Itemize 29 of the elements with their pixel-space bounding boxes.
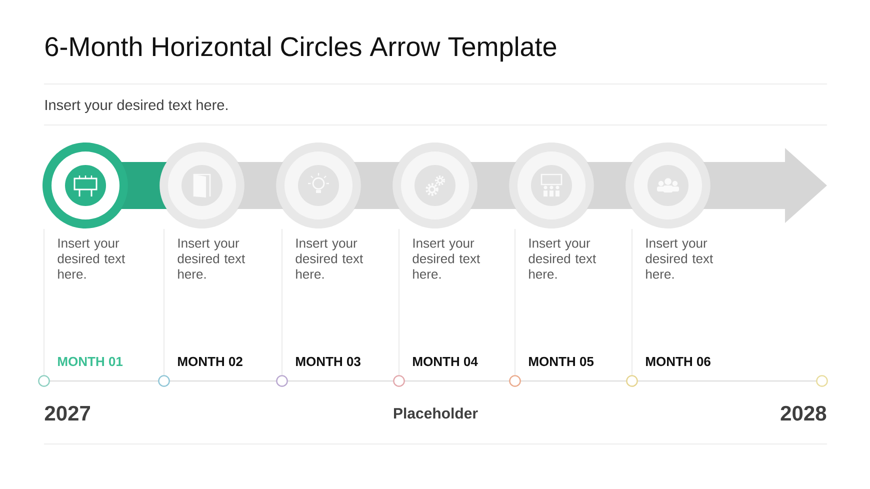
connector-band [470,162,516,209]
connector-band [237,162,284,209]
month-label: MONTH 03 [296,356,360,366]
month-label: MONTH 02 [178,356,242,366]
description-text: Insert your desired text here. [528,238,596,279]
month-label: MONTH 05 [529,356,594,366]
arrow [703,148,827,223]
month-label: MONTH 06 [646,356,710,366]
step-circle [508,142,594,228]
year-label: 2028 [780,406,826,421]
step-circle [392,142,478,228]
description-text: Insert your desired text here. [412,238,480,279]
description-text: Insert your desired text here. [646,238,713,279]
connector-band [120,162,167,209]
description-text: Insert your desired text here. [296,238,364,279]
description-text: Insert your desired text here. [178,238,246,279]
connector-band [354,162,400,209]
description-text: Insert your desired text here. [58,238,126,279]
step-circle [276,142,362,228]
year-label: 2027 [44,406,90,421]
footer-text: Placeholder [394,408,478,419]
step-circle [159,142,245,228]
connector-band [586,162,633,209]
subtitle: Insert your desired text here. [46,99,228,113]
step-circle [625,142,711,228]
title: 6-Month Horizontal Circles Arrow Template [46,36,556,62]
month-label: MONTH 04 [413,356,478,366]
month-label: MONTH 01 [58,356,123,366]
step-circle [42,142,128,228]
